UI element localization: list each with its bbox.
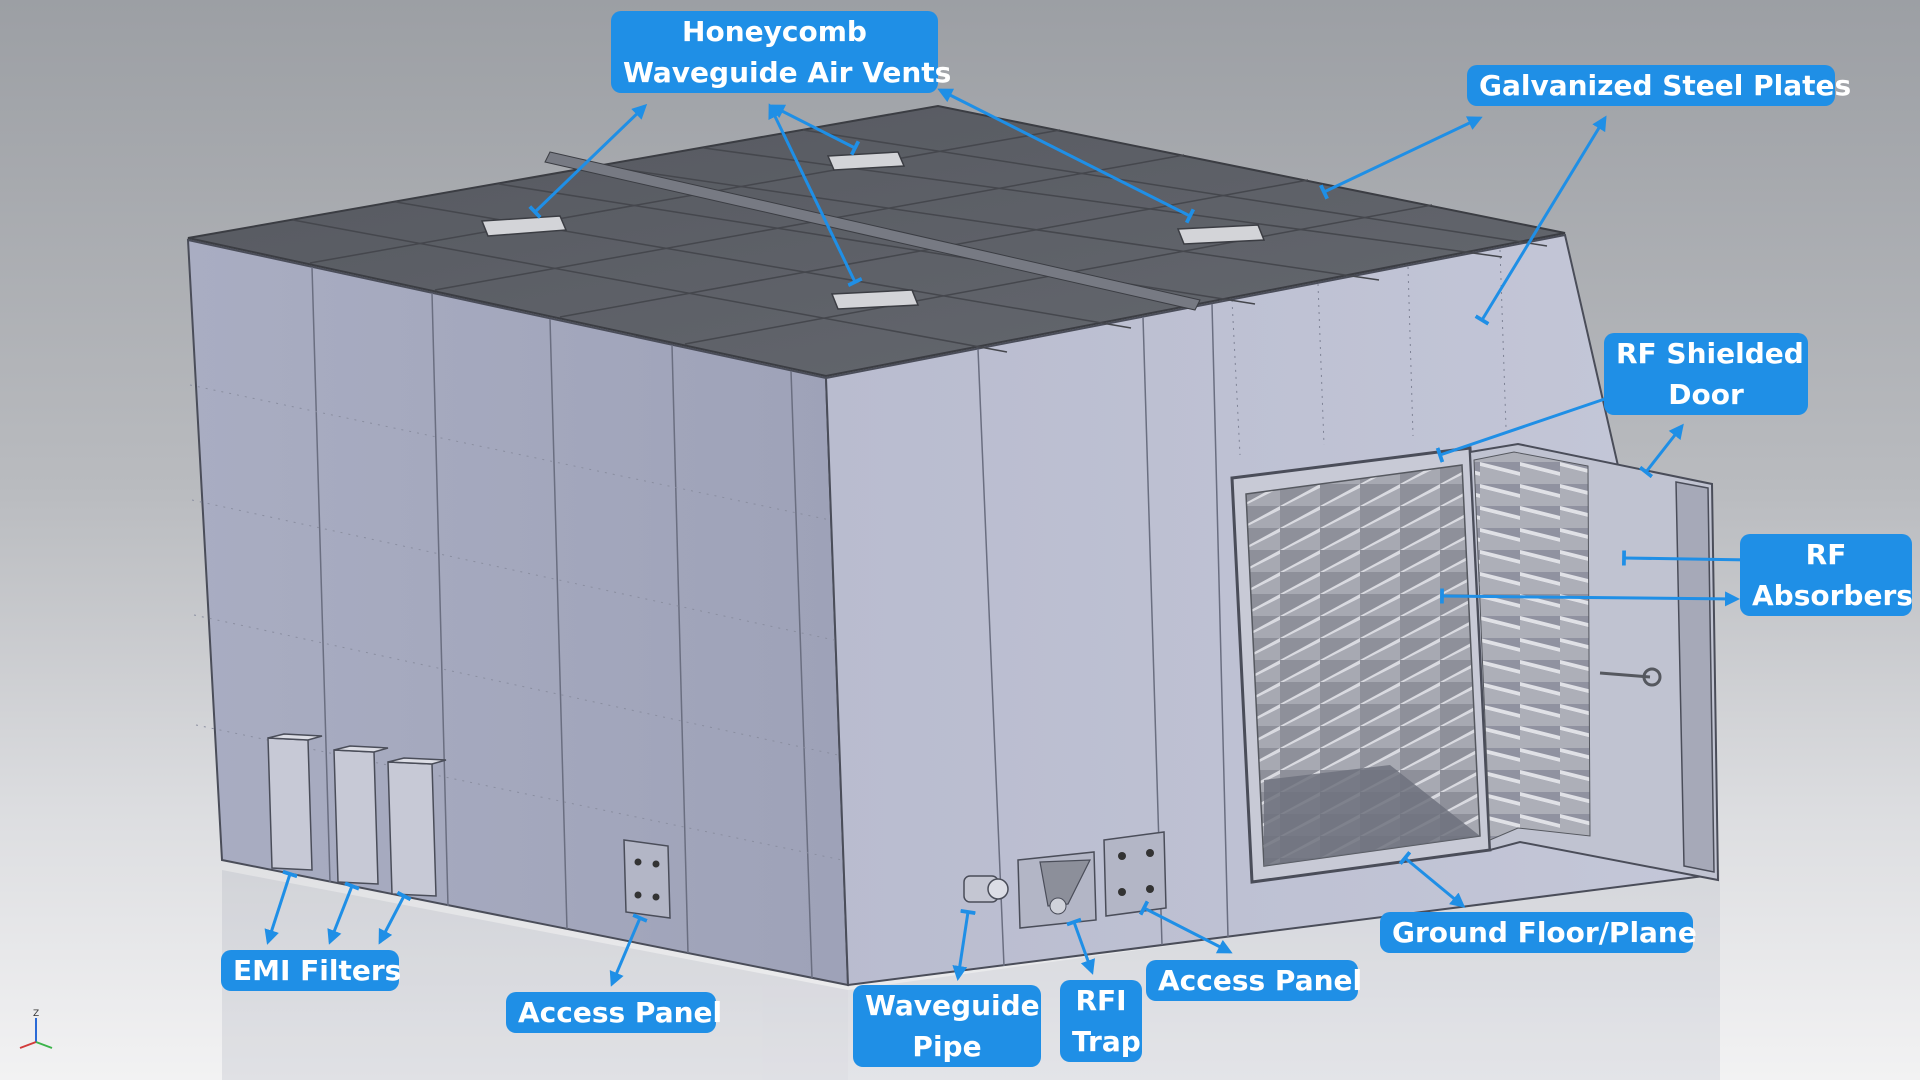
leader-waveguide [952, 909, 976, 981]
callout-emi-filters: EMI Filters [221, 950, 402, 991]
callout-ground-floor-text: Ground Floor/Plane [1392, 916, 1697, 949]
leader-access-right [1138, 900, 1233, 954]
leader-rf-absorbers-2 [1440, 588, 1740, 607]
leader-rf-absorbers-1 [1622, 550, 1755, 568]
leader-rfi-trap [1066, 917, 1095, 975]
callout-ground-floor-plane: Ground Floor/Plane [1380, 912, 1697, 953]
access-panel-left-hardware [623, 839, 671, 919]
callout-rfi-trap: RFI Trap [1060, 980, 1142, 1062]
callout-rf-absorbers: RF Absorbers [1740, 534, 1913, 616]
left-wall-panel-seams [311, 266, 813, 979]
left-wall-horizontal-seams [189, 384, 843, 861]
callout-waveguide-pipe: Waveguide Pipe [853, 985, 1041, 1067]
access-panel-right-hardware [1103, 831, 1167, 917]
callout-emi-filters-text: EMI Filters [233, 954, 402, 987]
callout-rfi-trap-line2: Trap [1072, 1025, 1141, 1058]
door-absorbers [1473, 451, 1591, 841]
leader-emi-2 [327, 881, 360, 945]
leader-emi-3 [378, 890, 412, 945]
leader-galvanized-1 [1319, 116, 1483, 200]
callout-rf-shielded-door: RF Shielded Door [1604, 333, 1808, 415]
axis-triad: Z [19, 1009, 53, 1049]
leader-ground-floor [1398, 851, 1466, 908]
leader-galvanized-2 [1474, 115, 1607, 326]
callout-waveguide-line1: Waveguide [865, 989, 1040, 1022]
door-handle [1599, 667, 1662, 687]
leader-emi-1 [264, 869, 298, 945]
callout-access-panel-right: Access Panel [1146, 960, 1363, 1001]
leader-rf-door-2 [1638, 423, 1684, 479]
callout-galvanized-steel-plates: Galvanized Steel Plates [1467, 65, 1852, 106]
callout-access-panel-left: Access Panel [506, 992, 723, 1033]
ground-floor-plane [1264, 765, 1480, 866]
callout-access-panel-right-text: Access Panel [1158, 964, 1363, 997]
callout-rfi-trap-line1: RFI [1075, 984, 1127, 1017]
callout-rf-absorbers-line1: RF [1805, 538, 1847, 571]
waveguide-pipe-hardware [963, 875, 1009, 903]
callout-honeycomb-line2: Waveguide Air Vents [623, 56, 952, 89]
callout-access-panel-left-text: Access Panel [518, 996, 723, 1029]
callout-galvanized-text: Galvanized Steel Plates [1479, 69, 1852, 102]
callout-rf-door-line1: RF Shielded [1616, 337, 1804, 370]
callout-waveguide-line2: Pipe [912, 1030, 982, 1063]
emi-filter-boxes [267, 733, 447, 897]
leader-honeycomb-3 [768, 103, 863, 287]
leader-honeycomb-4 [937, 88, 1196, 224]
door-gasket-frame [1675, 481, 1715, 873]
callout-honeycomb-waveguide-air-vents: Honeycomb Waveguide Air Vents [611, 11, 952, 93]
callout-rf-absorbers-line2: Absorbers [1752, 579, 1913, 612]
axis-z-label: Z [33, 1009, 39, 1019]
callout-honeycomb-line1: Honeycomb [682, 15, 867, 48]
leader-honeycomb-1 [528, 103, 648, 219]
rfi-trap-hardware [1017, 851, 1097, 929]
leader-access-left [609, 913, 648, 987]
callout-rf-door-line2: Door [1668, 378, 1744, 411]
